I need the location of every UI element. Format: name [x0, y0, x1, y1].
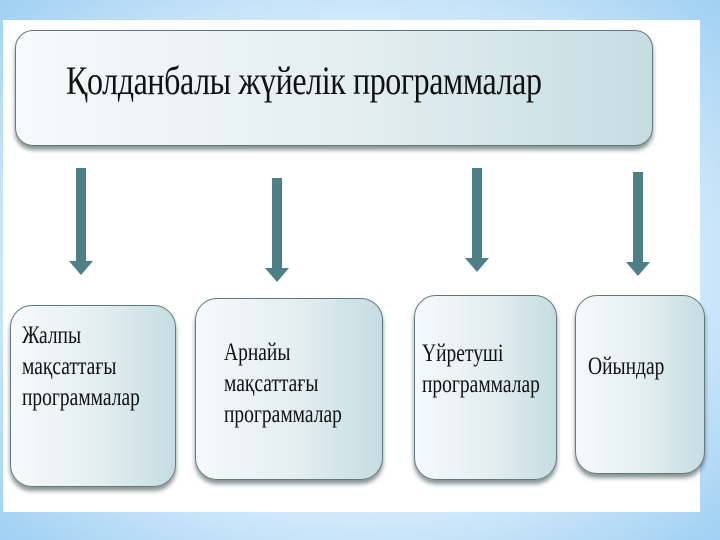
node-line: Үйретуші	[422, 340, 504, 367]
node-line: Арнайы	[224, 339, 291, 366]
node-line: программалар	[22, 384, 140, 411]
node-line: программалар	[422, 371, 540, 398]
node-line: мақсаттағы	[22, 353, 117, 380]
node-educational: Үйретуші программалар	[414, 295, 557, 480]
node-general-purpose: Жалпы мақсаттағы программалар	[10, 305, 176, 487]
node-special-purpose: Арнайы мақсаттағы программалар	[195, 298, 383, 480]
node-games: Ойындар	[575, 295, 705, 474]
node-line: Ойындар	[588, 353, 665, 380]
arrow-down-icon	[69, 168, 93, 275]
root-node: Қолданбалы жүйелік программалар	[15, 30, 653, 146]
node-line: Жалпы	[22, 322, 82, 349]
node-line: программалар	[224, 401, 342, 428]
arrow-down-icon	[465, 168, 489, 272]
node-line: мақсаттағы	[224, 370, 319, 397]
arrow-down-icon	[265, 178, 289, 282]
arrow-down-icon	[626, 172, 650, 276]
root-label: Қолданбалы жүйелік программалар	[66, 58, 542, 103]
